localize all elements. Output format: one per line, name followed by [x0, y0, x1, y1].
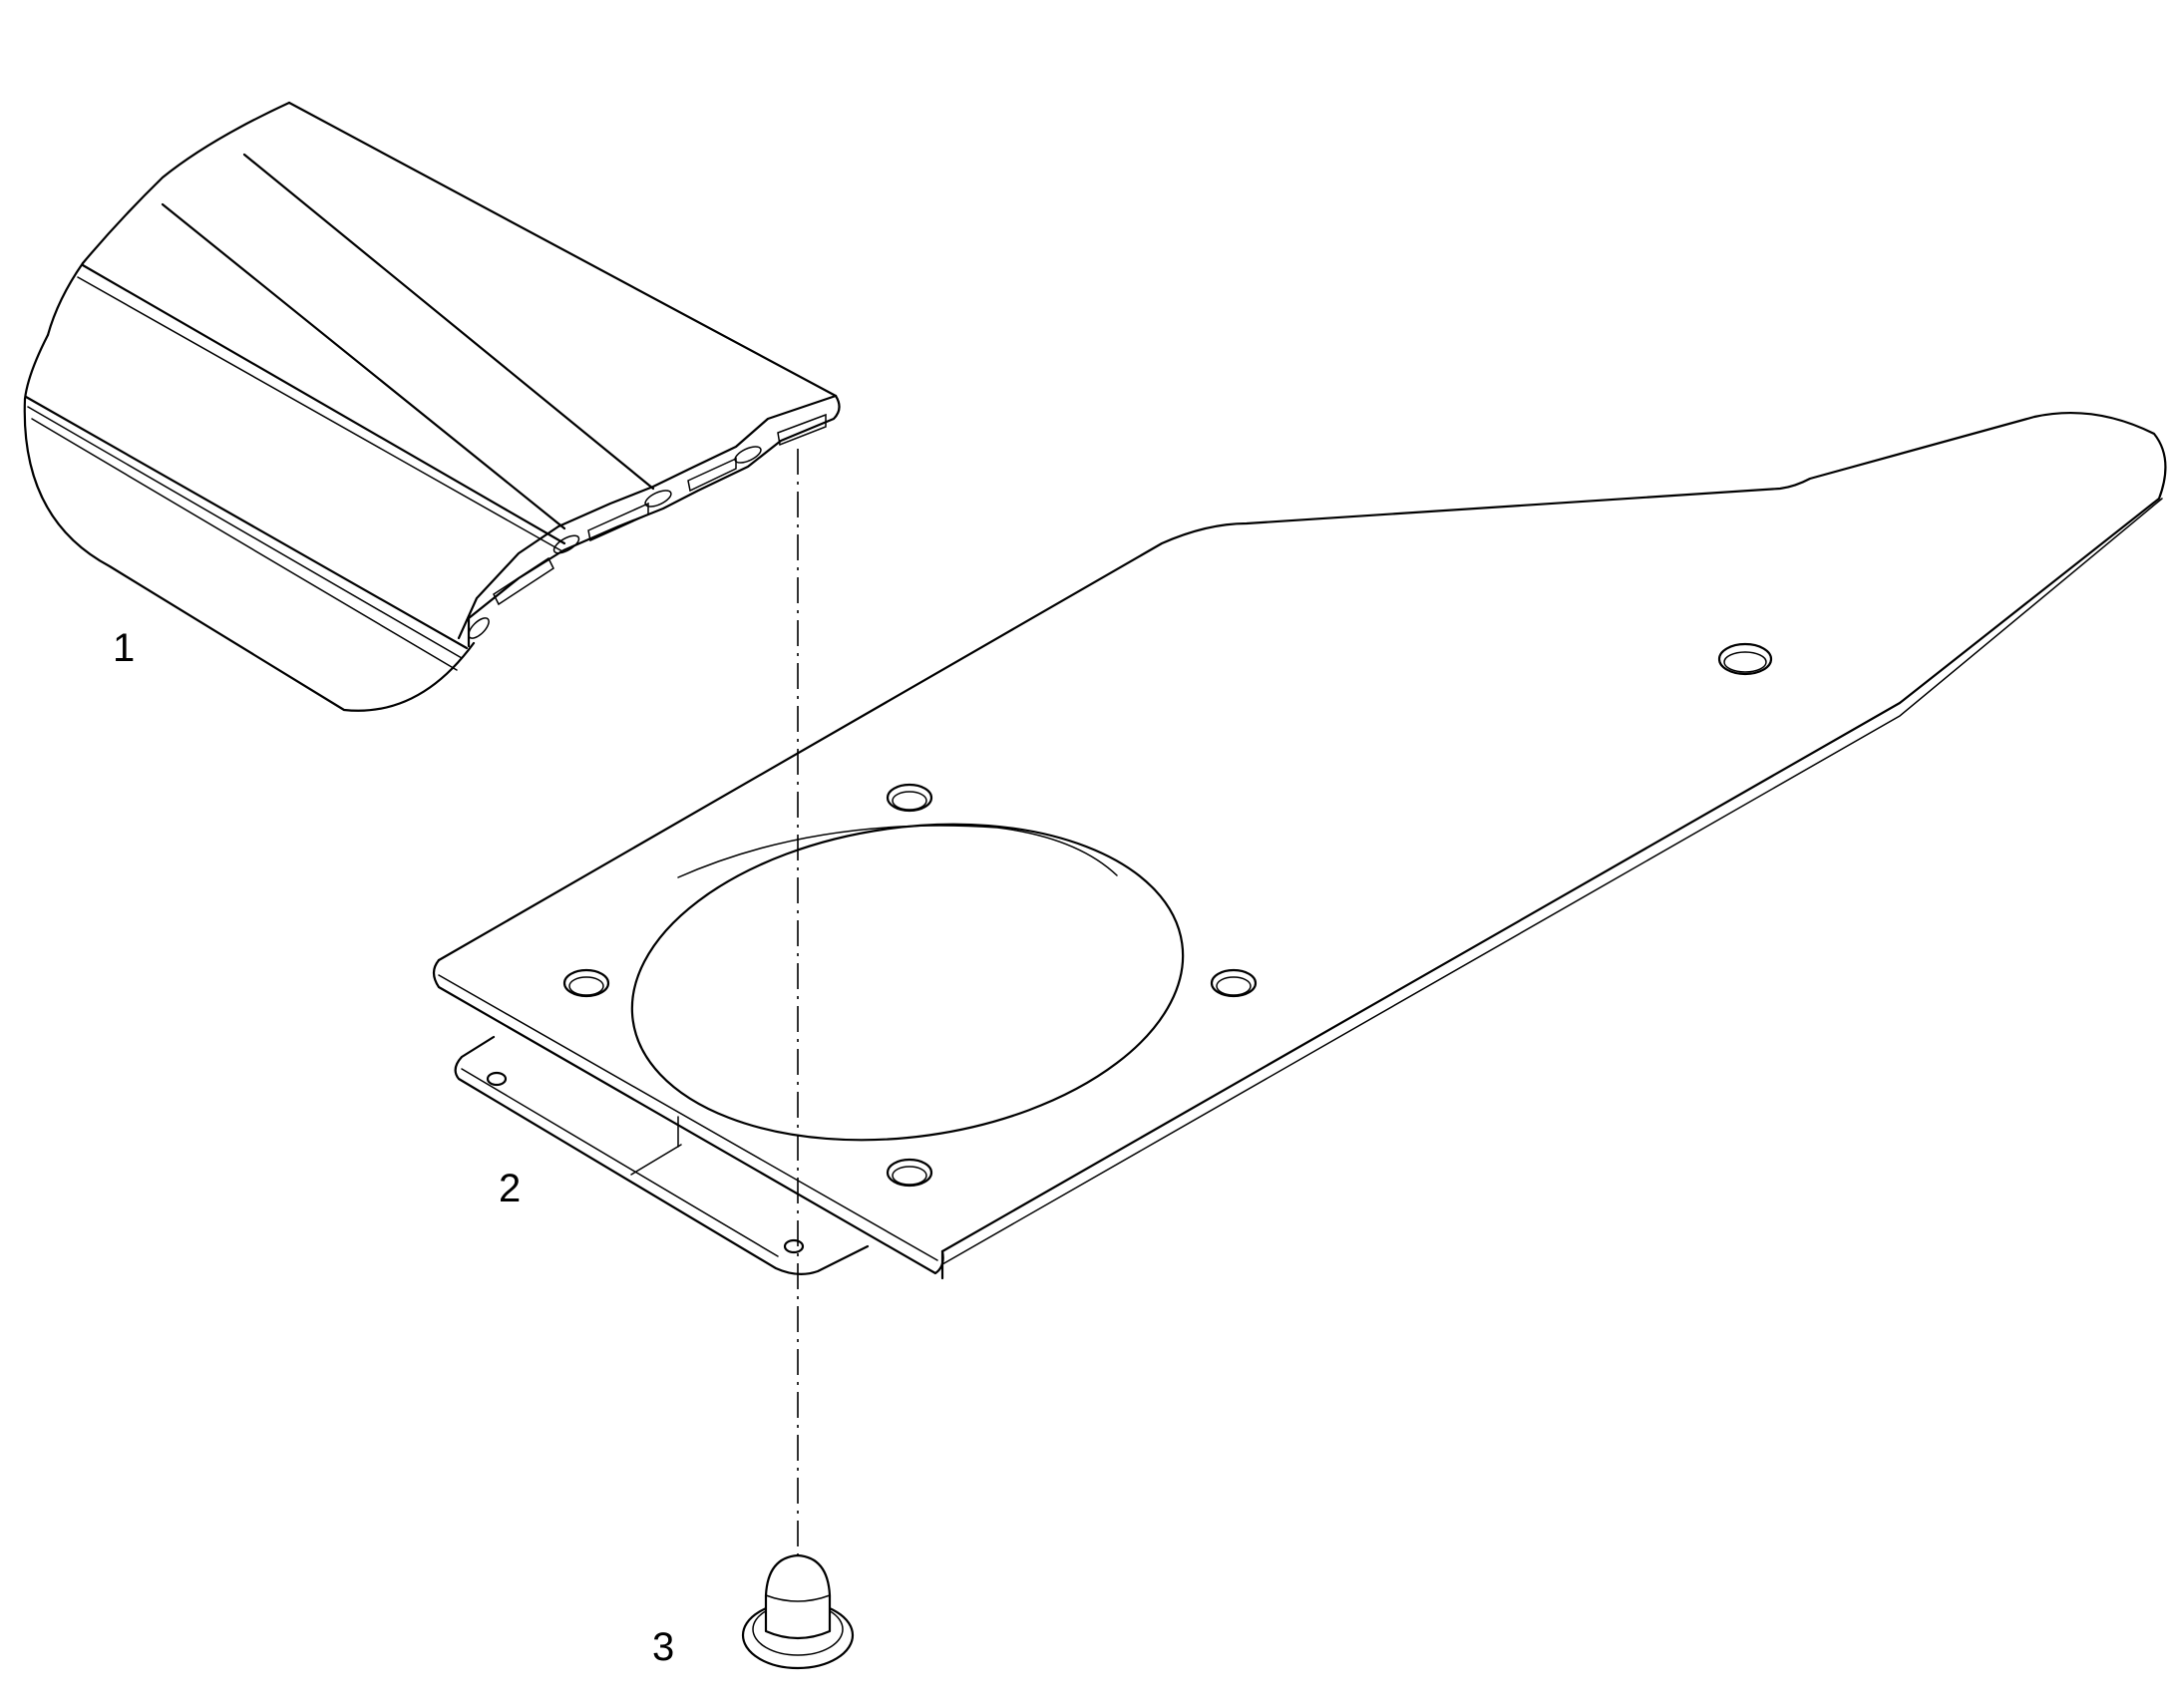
- part-1-roller-slats: [23, 101, 841, 712]
- callout-3: 3: [652, 1625, 675, 1669]
- part-3-cap-fastener: [741, 1553, 855, 1670]
- callout-2: 2: [499, 1167, 522, 1210]
- part-2-baseplate: [432, 412, 2167, 1280]
- callout-1: 1: [113, 626, 136, 670]
